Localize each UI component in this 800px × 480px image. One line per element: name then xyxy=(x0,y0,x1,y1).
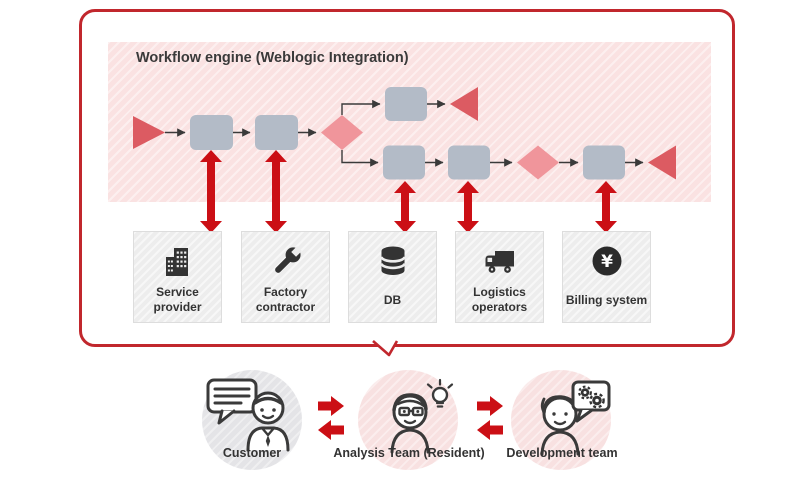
developer-gears-icon xyxy=(540,380,611,456)
flow-connector xyxy=(341,99,381,115)
building-icon xyxy=(165,248,188,276)
yen-icon: ¥ xyxy=(592,246,621,276)
workflow-flowchart xyxy=(133,87,676,180)
decision-node-1 xyxy=(321,115,363,150)
development-team-label: Development team xyxy=(506,446,618,460)
customer-label: Customer xyxy=(222,446,282,460)
exchange-arrow-left-2 xyxy=(477,420,503,440)
system-label: Logistics operators xyxy=(471,285,528,314)
analysis-team-label: Analysis Team (Resident) xyxy=(333,446,485,460)
analyst-lightbulb-icon xyxy=(390,378,454,454)
system-box-factory-contractor: Factory contractor xyxy=(241,231,330,323)
link-arrow-factory-contractor xyxy=(265,150,287,233)
task-node-5 xyxy=(448,145,490,180)
task-node-2 xyxy=(255,115,298,150)
link-arrow-service-provider xyxy=(200,150,222,233)
system-label: DB xyxy=(383,292,402,307)
start-event-node xyxy=(133,116,165,149)
system-box-billing: ¥ Billing system xyxy=(562,231,651,323)
gear-glyphs xyxy=(578,385,605,409)
task-node-6 xyxy=(583,145,625,180)
speech-bubble-tail xyxy=(372,340,399,357)
truck-icon xyxy=(485,251,514,273)
system-label: Billing system xyxy=(565,292,648,307)
decision-node-2 xyxy=(517,145,559,180)
link-arrow-billing xyxy=(595,181,617,233)
wrench-icon xyxy=(274,246,302,273)
end-event-node-upper xyxy=(450,87,478,121)
task-node-1 xyxy=(190,115,233,150)
database-icon xyxy=(379,246,406,275)
customer-speech-icon xyxy=(206,378,290,452)
svg-text:¥: ¥ xyxy=(601,252,613,272)
system-label: Service provider xyxy=(153,285,202,314)
exchange-arrow-right-2 xyxy=(477,396,503,416)
link-arrow-db xyxy=(394,181,416,233)
task-node-3 xyxy=(385,87,427,121)
task-node-4 xyxy=(383,145,425,180)
system-box-logistics: Logistics operators xyxy=(455,231,544,323)
exchange-arrow-right-1 xyxy=(318,396,344,416)
system-box-service-provider: Service provider xyxy=(133,231,222,323)
workflow-engine-title: Workflow engine (Weblogic Integration) xyxy=(136,50,409,66)
end-event-node-lower xyxy=(648,145,676,180)
link-arrow-logistics xyxy=(457,181,479,233)
system-box-db: DB xyxy=(348,231,437,323)
system-label: Factory contractor xyxy=(255,285,316,314)
exchange-arrow-left-1 xyxy=(318,420,344,440)
flow-connector xyxy=(341,150,379,167)
